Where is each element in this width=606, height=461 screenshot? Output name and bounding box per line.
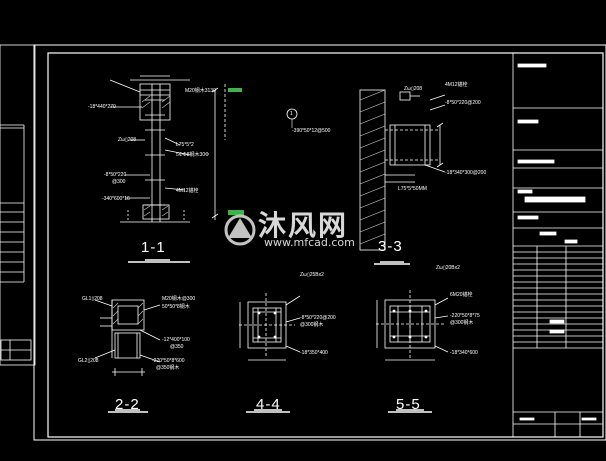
label-s55-bot: -18*340*600: [450, 350, 478, 356]
label-s33-beam: Zω▯208: [404, 86, 423, 92]
callout-circle-1-label: 1: [290, 111, 293, 117]
label-s11-rebar: 5ΦΦ8钢木30Ф: [176, 152, 209, 158]
section-title-3-3: 3-3: [378, 238, 403, 255]
green-marks: [228, 88, 244, 215]
section-2-2-drawing: [94, 299, 161, 413]
label-s55-stir: -220*50*8*75: [450, 313, 480, 319]
label-s55-stir2: @300钢木: [450, 320, 474, 326]
label-s33-plate: -390*50*12@500: [292, 128, 331, 134]
label-s44-beam: Zω▯25Bx2: [300, 272, 324, 278]
label-s11-beam: Zω▯208: [118, 137, 137, 143]
label-s33-anchor: 4M12锚栓: [445, 82, 468, 88]
label-s33-ang: L75*5*50MM: [398, 186, 427, 192]
section-title-5-5: 5-5: [396, 396, 421, 413]
label-s22-stir: -220*50*8*600: [152, 358, 185, 364]
label-s22-gl: GL1▯208: [82, 296, 103, 302]
watermark-brand: 沐风网: [258, 209, 349, 242]
left-sheet-fragment: [0, 44, 36, 366]
label-s44-stir2: @300钢木: [300, 322, 324, 328]
label-s11-stir: -8*50*220: [104, 172, 127, 178]
section-title-2-2: 2-2: [115, 396, 140, 413]
label-s22-50: 50*50*8钢木: [162, 304, 190, 310]
title-block: [512, 52, 604, 438]
section-5-5-bolts: [392, 309, 428, 339]
label-s11-stir2: @300: [112, 179, 126, 185]
watermark-url: www.mfcad.com: [264, 236, 355, 249]
section-5-5-drawing: [376, 290, 449, 413]
watermark-logo: [224, 214, 256, 246]
label-s11-angle: L75*5*2: [176, 142, 194, 148]
label-s55-anchor: 6M20锚栓: [450, 292, 473, 298]
label-s22-stir2: @350钢木: [156, 365, 180, 371]
section-1-1-drawing: [109, 75, 226, 263]
label-s11-left1: -18*440*270: [88, 104, 116, 110]
label-s11-anchor: 4M12锚栓: [176, 188, 199, 194]
section-3-3-wall-hatch: [359, 89, 386, 245]
callout-circle-1: [286, 108, 298, 128]
section-1-1-hatch: [141, 95, 171, 217]
label-s22-plate: -12*400*100: [162, 337, 190, 343]
label-s44-stir: -8*50*220@200: [300, 315, 336, 321]
section-title-4-4: 4-4: [256, 396, 281, 413]
section-2-2-hatch: [112, 302, 144, 325]
label-s33-bot: -18*340*300@200: [445, 170, 487, 176]
section-title-1-1: 1-1: [141, 239, 166, 256]
label-s11-top1: M20钢木3130: [185, 88, 216, 94]
section-3-3-drawing: [359, 89, 446, 265]
label-s44-bot: -18*350*400: [300, 350, 328, 356]
label-s55-beam: Zω▯20Bx2: [436, 265, 460, 271]
section-4-4-bolts: [257, 311, 277, 339]
label-s33-stir: -8*50*220@200: [445, 100, 481, 106]
section-4-4-drawing: [239, 293, 301, 413]
label-s22-m20: M20钢木@300: [162, 296, 196, 302]
label-s11-plate: -340*600*16: [102, 196, 130, 202]
label-s22-gl2: GL2▯208: [78, 358, 99, 364]
label-s22-plate2: @350: [170, 344, 184, 350]
